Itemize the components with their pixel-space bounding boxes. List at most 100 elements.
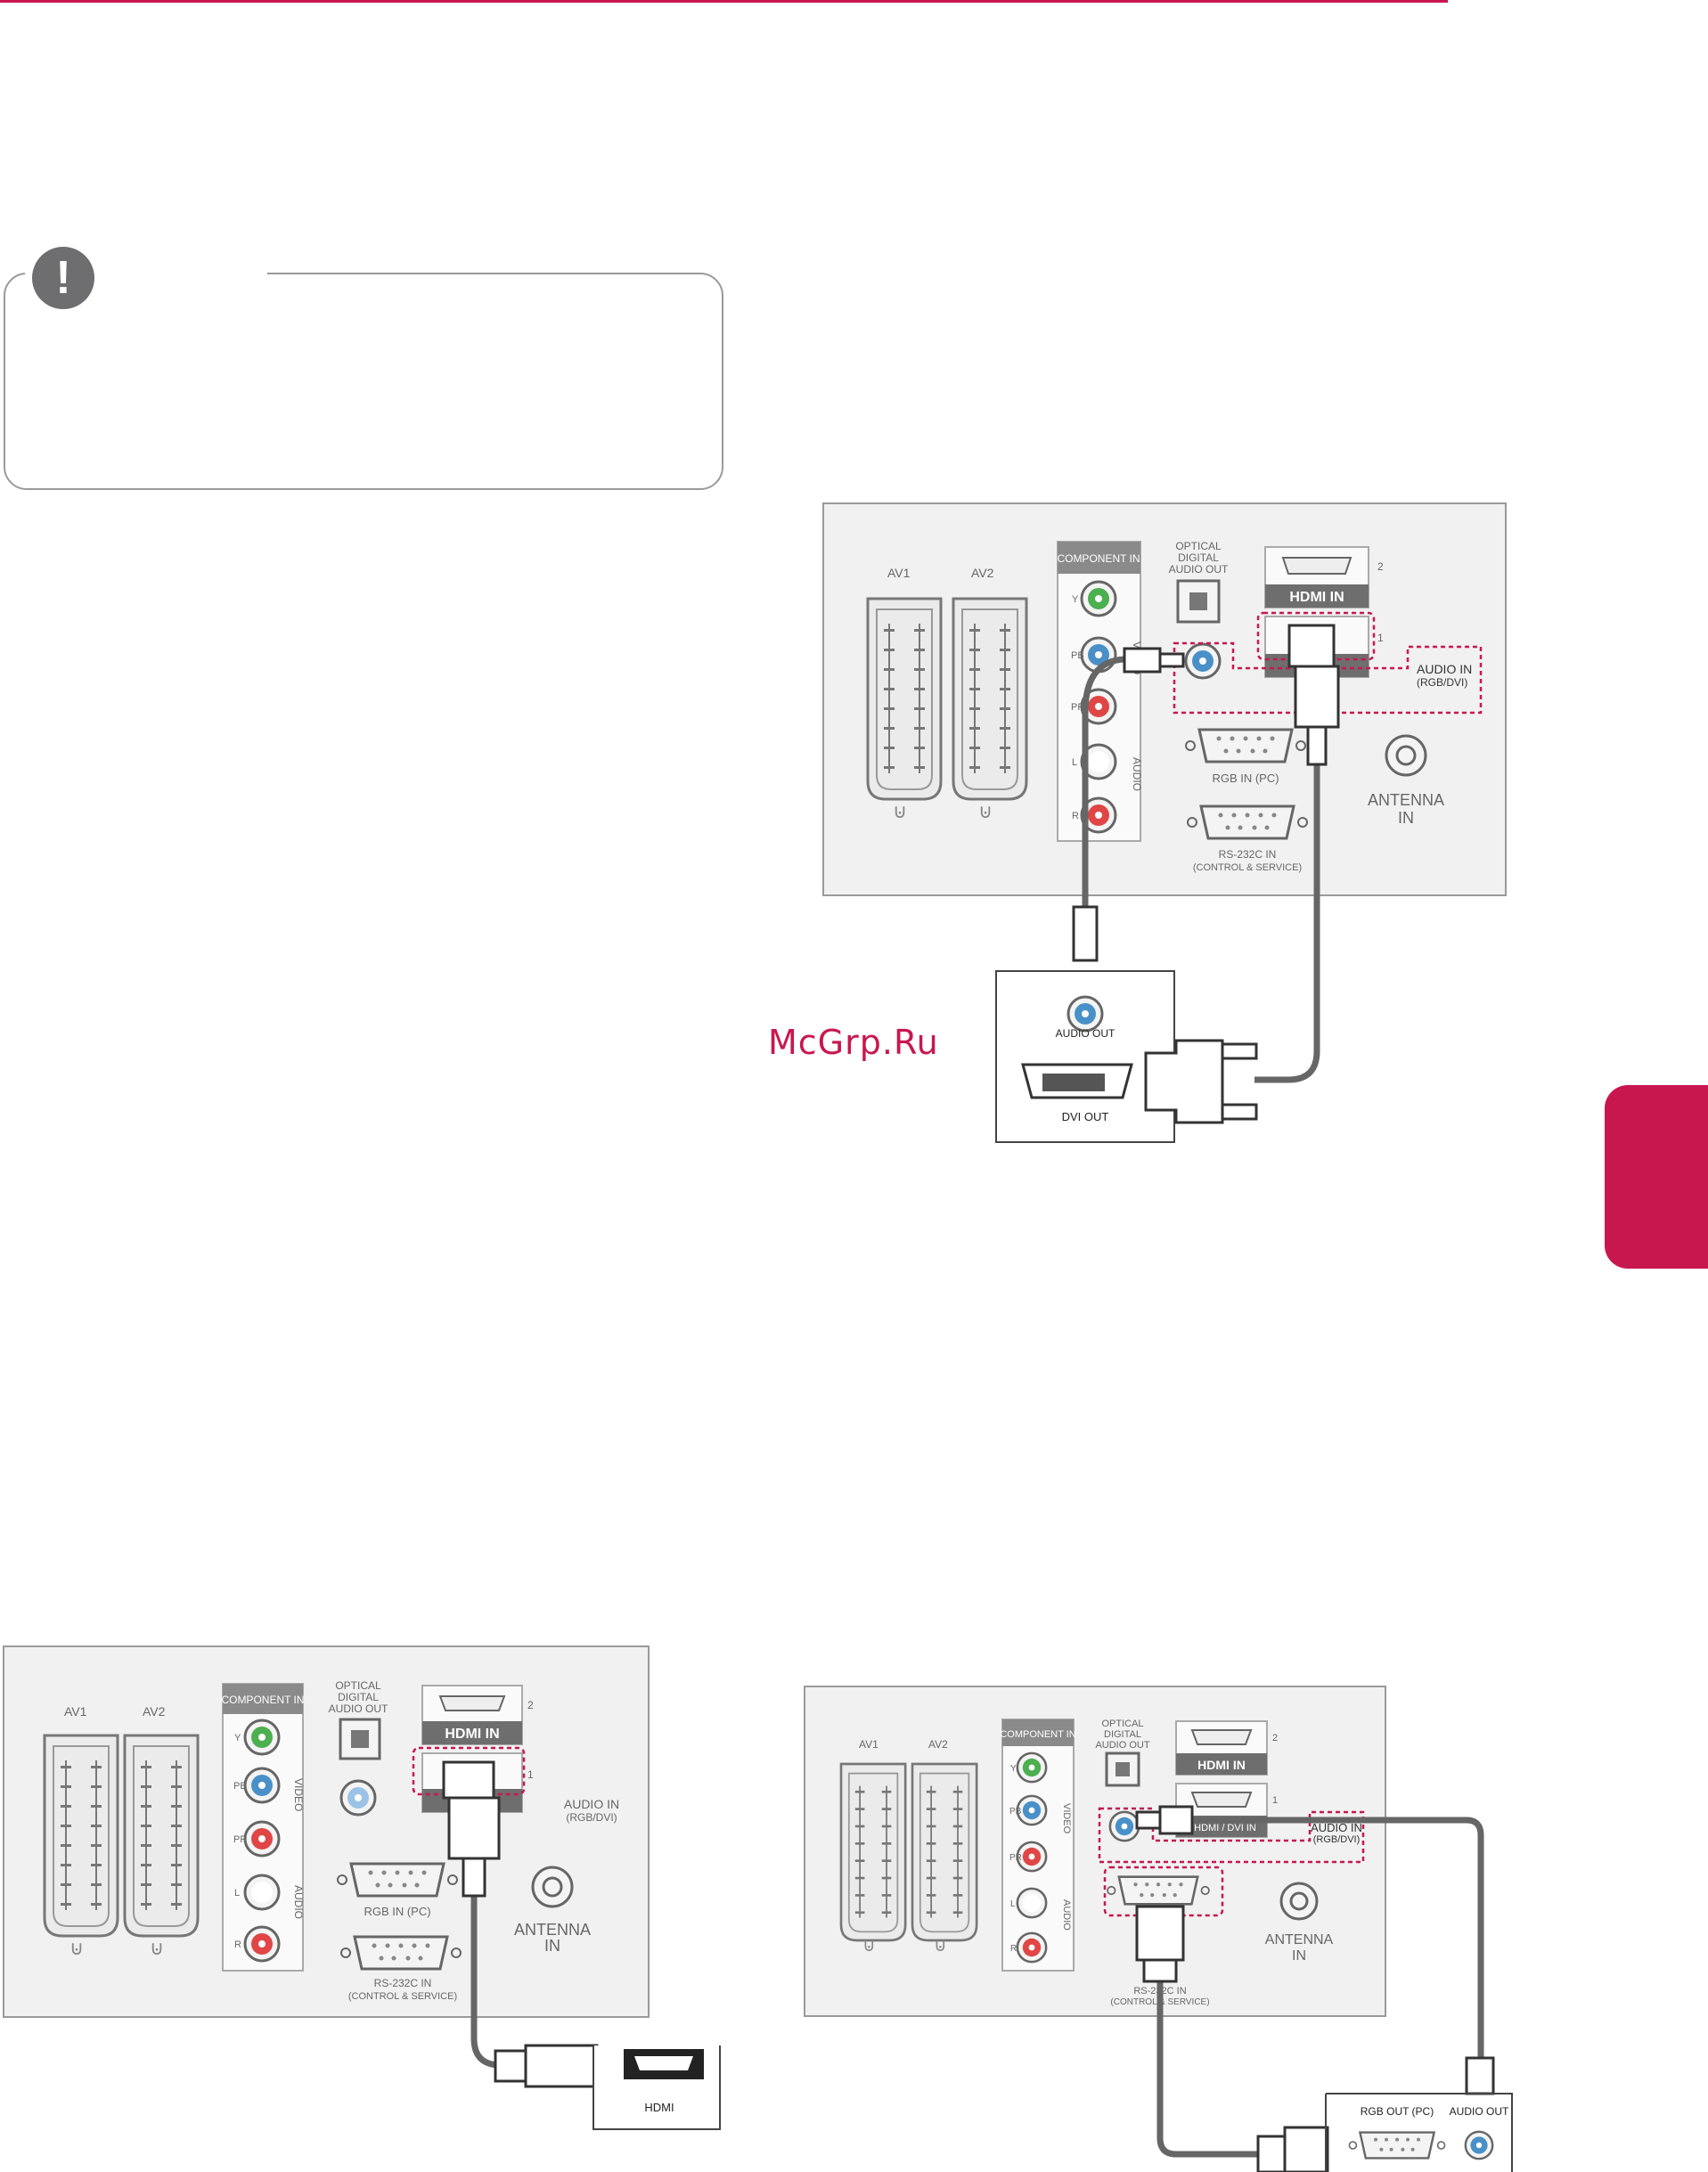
hdmi-device-plug	[524, 2044, 599, 2088]
av1-label: AV1	[887, 566, 911, 580]
component-y-jack	[1016, 1751, 1048, 1784]
y-label: Y	[1072, 594, 1079, 605]
antenna-port	[531, 1866, 574, 1908]
pc-audio-out-label: AUDIO OUT	[1450, 2105, 1509, 2118]
pc-audio-out-jack	[1464, 2130, 1494, 2160]
antenna-port	[1279, 1882, 1319, 1921]
component-pr-jack	[243, 1820, 281, 1858]
rs232-label-2: (CONTROL & SERVICE)	[1193, 862, 1302, 873]
av1-label: AV1	[64, 1704, 87, 1719]
scart-symbol-icon: ⊍	[934, 1936, 947, 1956]
av2-scart-port	[952, 597, 1028, 801]
scart-symbol-icon: ⊍	[978, 800, 993, 822]
hdmi-cable	[1254, 748, 1320, 1083]
pb-label: PB	[233, 1781, 247, 1792]
pb-label: PB	[1071, 650, 1084, 661]
r-label: R	[1010, 1944, 1017, 1954]
hdmi-2-port	[438, 1695, 506, 1711]
rgb-in-label: RGB IN (PC)	[364, 1905, 430, 1918]
antenna-label-1: ANTENNA	[1368, 791, 1444, 809]
antenna-label-1: ANTENNA	[514, 1921, 591, 1939]
l-label: L	[1010, 1899, 1016, 1909]
optical-label-1: OPTICAL	[1175, 540, 1222, 552]
port-1-label: 1	[1377, 632, 1384, 644]
audio-label: AUDIO	[1131, 757, 1143, 791]
optical-label-3: AUDIO OUT	[1095, 1740, 1149, 1751]
audio-cable	[1082, 656, 1125, 909]
antenna-label-2: IN	[544, 1937, 560, 1955]
y-label: Y	[234, 1733, 241, 1743]
audio-r-jack	[1016, 1931, 1048, 1964]
optical-label-1: OPTICAL	[1101, 1719, 1143, 1729]
l-label: L	[234, 1888, 240, 1898]
antenna-label-2: IN	[1292, 1948, 1306, 1964]
port-2-label: 2	[1377, 560, 1384, 573]
pc-rgb-out-port	[1348, 2131, 1446, 2160]
y-label: Y	[1010, 1764, 1017, 1774]
chapter-tab[interactable]	[1605, 1085, 1708, 1269]
rgb-in-label: RGB IN (PC)	[1212, 772, 1279, 785]
component-in-label: COMPONENT IN	[1057, 552, 1140, 565]
rgb-plug	[1135, 1905, 1185, 1962]
av2-label: AV2	[928, 1738, 948, 1751]
diagram-dvi-connection: AV1 AV2 ⊍ ⊍ COMPONENT IN Y PB PR L R VID…	[822, 502, 1507, 1143]
scart-symbol-icon: ⊍	[150, 1937, 164, 1959]
video-label: VIDEO	[292, 1778, 305, 1811]
optical-label-1: OPTICAL	[335, 1679, 381, 1692]
rs232-label-1: RS-232C IN	[1219, 848, 1277, 861]
audio-l-jack	[243, 1874, 281, 1911]
optical-label-2: DIGITAL	[338, 1691, 379, 1703]
component-in-label: COMPONENT IN	[1000, 1729, 1075, 1740]
antenna-label-1: ANTENNA	[1265, 1932, 1334, 1947]
av1-scart-port	[839, 1762, 907, 1942]
port-1-label: 1	[527, 1768, 534, 1781]
pr-label: PR	[1009, 1853, 1022, 1863]
audio-r-jack	[243, 1925, 281, 1963]
r-label: R	[1072, 811, 1079, 821]
av2-label: AV2	[971, 566, 994, 580]
rgb-cable	[1156, 1960, 1260, 2158]
audio-in-jack	[1108, 1810, 1140, 1842]
av1-scart-port	[866, 597, 943, 801]
audio-cable	[1178, 1817, 1484, 2058]
optical-label-3: AUDIO OUT	[329, 1702, 388, 1715]
l-label: L	[1072, 757, 1077, 768]
optical-label-3: AUDIO OUT	[1169, 563, 1229, 576]
rgb-out-label: RGB OUT (PC)	[1361, 2105, 1434, 2118]
pc-audio-out-jack	[1066, 995, 1104, 1033]
component-in-label: COMPONENT IN	[221, 1694, 304, 1706]
audio-out-label: AUDIO OUT	[1056, 1027, 1116, 1040]
diagram-rgb-connection: AV1 AV2 ⊍ ⊍ COMPONENT IN Y PB PR L R VID…	[804, 1686, 1513, 2172]
audio-in-label-1: AUDIO IN	[1417, 662, 1472, 676]
hdmi-2-port	[1281, 557, 1353, 575]
scart-symbol-icon: ⊍	[862, 1936, 876, 1956]
top-rule	[0, 0, 1448, 3]
hdmi-dvi-in-label: HDMI / DVI IN	[1194, 1823, 1256, 1833]
scart-symbol-icon: ⊍	[69, 1937, 84, 1959]
hdmi-1-port	[1190, 1792, 1253, 1808]
pr-label: PR	[1071, 702, 1084, 713]
audio-in-label-2: (RGB/DVI)	[1417, 676, 1467, 689]
component-y-jack	[1080, 580, 1117, 617]
optical-label-2: DIGITAL	[1178, 551, 1219, 564]
audio-label: AUDIO	[292, 1885, 305, 1919]
audio-l-jack	[1016, 1887, 1048, 1919]
diagram-hdmi-connection: AV1 AV2 ⊍ ⊍ COMPONENT IN Y PB PR L R VID…	[3, 1645, 721, 2130]
dvi-out-label: DVI OUT	[1062, 1110, 1109, 1123]
pc-device-box	[1325, 2093, 1513, 2172]
audio-in-jack	[1184, 642, 1222, 680]
audio-in-label-1: AUDIO IN	[1311, 1821, 1362, 1834]
audio-in-label-2: (RGB/DVI)	[1313, 1834, 1361, 1845]
watermark: McGrp.Ru	[768, 1023, 939, 1062]
pr-label: PR	[233, 1834, 247, 1845]
hdmi-in-label: HDMI IN	[445, 1727, 499, 1742]
av2-label: AV2	[143, 1704, 166, 1719]
port-2-label: 2	[1272, 1733, 1278, 1743]
antenna-port	[1385, 734, 1427, 777]
av2-scart-port	[911, 1762, 978, 1942]
hdmi-device-label: HDMI	[644, 2101, 674, 2114]
av2-scart-port	[123, 1734, 200, 1938]
hdmi-2-port	[1190, 1729, 1253, 1745]
component-y-jack	[243, 1719, 281, 1756]
